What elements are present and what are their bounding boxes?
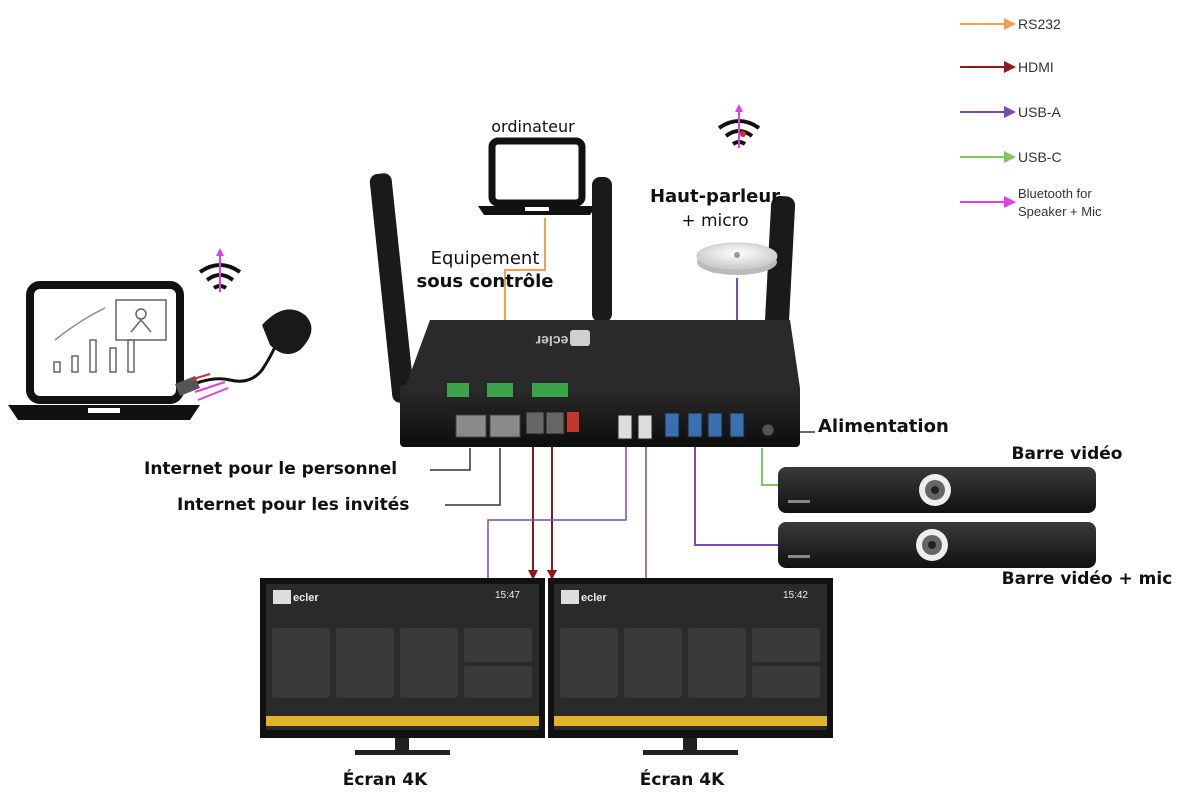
label-internet-guests: Internet pour les invités [177, 495, 409, 515]
video-bar [778, 467, 1096, 513]
internet-staff-cable [430, 448, 471, 471]
screen-left-time: 15:47 [495, 590, 520, 601]
ecler-device: ecler [369, 173, 800, 447]
video-bar-mic [778, 522, 1096, 568]
label-speaker-2: + micro [681, 211, 748, 231]
legend-bluetooth-2: Speaker + Mic [1018, 204, 1102, 219]
computer-icon [478, 137, 596, 215]
label-controlled-1: Equipement [431, 248, 540, 269]
legend-usb-c-arrow [960, 151, 1016, 163]
label-screen-right: Écran 4K [640, 768, 725, 790]
legend-bluetooth-1: Bluetooth for [1018, 186, 1092, 201]
wifi-icon [717, 104, 761, 148]
label-screen-left: Écran 4K [343, 768, 428, 790]
label-speaker-1: Haut-parleur [650, 186, 780, 207]
screen-right: ecler 15:42 [548, 578, 833, 755]
usb-a-videobar-mic-cable [694, 445, 780, 546]
label-internet-staff: Internet pour le personnel [144, 459, 397, 479]
device-brand: ecler [535, 333, 568, 349]
usb-dongle-icon [175, 309, 312, 401]
label-controlled-2: sous contrôle [417, 271, 554, 292]
laptop-icon [8, 281, 200, 420]
legend-bluetooth-arrow [960, 196, 1016, 208]
wifi-icon [198, 248, 242, 292]
screen-right-brand: ecler [581, 592, 607, 604]
label-computer: ordinateur [491, 117, 575, 136]
label-video-bar: Barre vidéo [1012, 444, 1123, 464]
label-power: Alimentation [818, 416, 949, 437]
internet-guests-cable [445, 448, 501, 506]
usb-a-screen-left [487, 445, 627, 580]
legend-hdmi: HDMI [1018, 59, 1054, 75]
legend-usb-a-arrow [960, 106, 1016, 118]
label-video-bar-mic: Barre vidéo + mic [1002, 569, 1173, 589]
legend-hdmi-arrow [960, 61, 1016, 73]
legend-usb-c: USB-C [1018, 149, 1062, 165]
screen-right-time: 15:42 [783, 590, 808, 601]
screen-left-brand: ecler [293, 592, 319, 604]
legend-rs232-arrow [960, 18, 1016, 30]
screen-left: ecler 15:47 [260, 578, 545, 755]
legend-rs232: RS232 [1018, 16, 1061, 32]
speakerphone-icon [696, 242, 778, 275]
legend-usb-a: USB-A [1018, 104, 1061, 120]
